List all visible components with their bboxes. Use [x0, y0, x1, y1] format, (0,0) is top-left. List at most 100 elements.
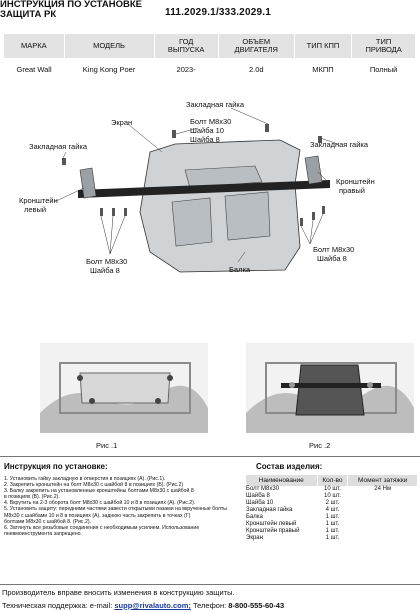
label-nut-left: Закладная гайка: [29, 142, 88, 151]
support-label: Техническая поддержка: e-mail:: [2, 601, 115, 610]
components-cell: 24 Нм: [374, 486, 392, 492]
footer-divider: [0, 584, 420, 585]
spec-header-line: ВЫПУСКА: [167, 45, 205, 54]
components-cell: 1 шт.: [325, 528, 340, 534]
bracket-right-shape: [304, 155, 323, 185]
figure-2-photo: [246, 343, 414, 433]
components-header-cell: Момент затяжки: [347, 475, 418, 486]
spec-header-cell: ТИП КПП: [294, 34, 353, 58]
figure-1-caption: Рис .1: [96, 441, 118, 450]
components-cell: Кронштейн левый: [246, 521, 297, 527]
label-bolt-br-2: Шайба 8: [317, 254, 347, 263]
instruction-line: пневмоинструмента запрещено.: [4, 530, 82, 537]
components-row: Болт М8х30 10 шт. 24 Нм: [246, 486, 418, 493]
label-bolt-top-2: Шайба 10: [190, 126, 224, 135]
components-header-cell: Наименование: [246, 475, 318, 486]
leader-lines: [53, 107, 339, 263]
document-title: ИНСТРУКЦИЯ ПО УСТАНОВКЕ ЗАЩИТА РК: [0, 0, 142, 20]
components-row: Закладная гайка 4 шт.: [246, 507, 418, 514]
spec-header-line: ТИП: [375, 36, 392, 46]
components-row: Шайба 8 10 шт.: [246, 493, 418, 500]
support-email-link[interactable]: supp@rivalauto.com;: [114, 601, 191, 610]
beam-shape: [78, 180, 330, 198]
components-cell: Закладная гайка: [246, 507, 293, 513]
label-bolt-bl-1: Болт М8х30: [86, 257, 127, 266]
instruction-line: 3. Балку закрепить на установленные крон…: [4, 488, 194, 495]
support-phone: 8-800-555-60-43: [228, 601, 285, 610]
components-cell: [348, 514, 418, 521]
label-bracket-left-2: левый: [24, 205, 46, 214]
components-cell: 1 шт.: [325, 521, 340, 527]
components-title: Состав изделия:: [256, 462, 323, 471]
diagram-labels: Закладная гайка Болт М8х30 Шайба 10 Шайб…: [19, 100, 375, 275]
label-bracket-left-1: Кронштейн: [19, 196, 58, 205]
label-bolt-br-1: Болт М8х30: [313, 245, 354, 254]
instructions-list: 1. Установить гайку закладную в отверсти…: [4, 476, 250, 537]
label-bracket-right-2: правый: [339, 186, 365, 195]
spec-cell: МКПП: [312, 64, 334, 74]
components-cell: 10 шт.: [323, 493, 341, 499]
title-line-2: ЗАЩИТА РК: [0, 9, 57, 20]
instruction-line: в позициях (В). (Рис.2).: [4, 494, 60, 501]
instructions-title: Инструкция по установке:: [4, 462, 108, 471]
components-cell: [348, 528, 418, 535]
spec-header-cell: МОДЕЛЬ: [64, 34, 155, 58]
instruction-line: 2. Закрепить кронштейн на болт М8х30 с ш…: [4, 482, 184, 489]
components-row: Кронштейн правый 1 шт.: [246, 528, 418, 535]
components-header-cell: Кол-во: [317, 475, 349, 486]
spec-cell: 2023-: [176, 64, 196, 74]
components-cell: Шайба 8: [246, 493, 270, 499]
footer-notice: Производитель вправе вносить изменения в…: [2, 588, 235, 597]
spec-cell: Полный: [369, 64, 398, 74]
components-cell: Болт М8х30: [246, 486, 280, 492]
bolt-marks: [62, 124, 325, 226]
spec-header-cell: МАРКА: [4, 34, 65, 58]
components-cell: Кронштейн правый: [246, 528, 300, 534]
label-bracket-right-1: Кронштейн: [336, 177, 375, 186]
components-cell: 1 шт.: [325, 535, 340, 541]
title-line-1: ИНСТРУКЦИЯ ПО УСТАНОВКЕ: [0, 0, 142, 10]
phone-label: Телефон:: [190, 601, 229, 610]
components-cell: [348, 507, 418, 514]
components-cell: [348, 521, 418, 528]
label-bolt-top-1: Болт М8х30: [190, 117, 231, 126]
label-nut-right: Закладная гайка: [310, 140, 369, 149]
label-bolt-top-3: Шайба 8: [190, 135, 220, 144]
components-cell: 10 шт.: [323, 486, 341, 492]
components-row: Экран 1 шт.: [246, 535, 418, 542]
components-cell: [348, 493, 418, 500]
spec-header-line: МОДЕЛЬ: [93, 40, 125, 50]
spec-data-row: Great Wall King Kong Poer 2023- 2.0d МКПП Пол…: [4, 58, 416, 80]
components-cell: 1 шт.: [325, 514, 340, 520]
instruction-line: 5. Установить защиту: передними частями …: [4, 506, 227, 513]
components-cell: [348, 500, 418, 507]
instruction-line: 6. Затянуть все резьбовые соединения с н…: [4, 524, 200, 531]
components-cell: 4 шт.: [325, 507, 340, 513]
label-nut-top: Закладная гайка: [186, 100, 245, 109]
spec-cell: 2.0d: [248, 64, 264, 74]
figure-1-photo: [40, 343, 208, 433]
components-cell: [348, 535, 418, 542]
exploded-assembly-diagram: Закладная гайка Болт М8х30 Шайба 10 Шайб…: [19, 100, 375, 275]
spec-cell: Great Wall: [16, 64, 52, 74]
instruction-line: 1. Установить гайку закладную в отверсти…: [4, 476, 166, 482]
footer-support: Техническая поддержка: e-mail: supp@riva…: [2, 601, 284, 610]
spec-header-line: ГОД: [178, 36, 194, 46]
instruction-line: 4. Вкрутить на 2-3 оборота болт М8х30 с …: [4, 500, 196, 507]
instruction-line: М8х30 с шайбами 10 и 8 в позициях (А), з…: [4, 512, 191, 519]
label-screen: Экран: [111, 118, 132, 127]
spec-header-line: ПРИВОДА: [365, 45, 402, 54]
spec-header-line: МАРКА: [21, 40, 47, 50]
spec-cell: King Kong Poer: [82, 64, 136, 74]
skid-plate-shape: [139, 139, 301, 273]
section-divider: [0, 456, 420, 457]
components-cell: Экран: [246, 535, 263, 541]
